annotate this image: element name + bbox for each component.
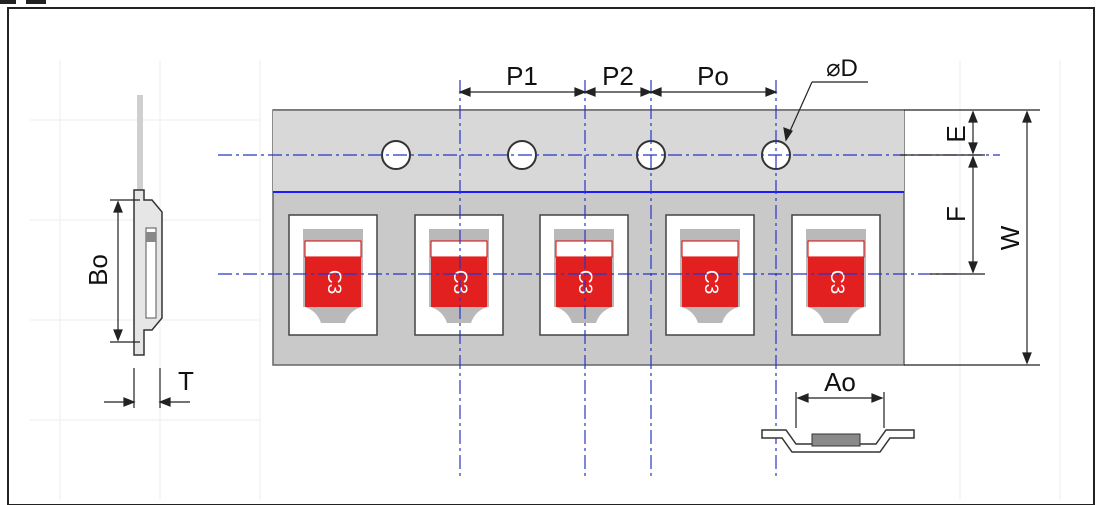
po-label: Po	[697, 61, 729, 91]
ao-dimension	[795, 392, 885, 428]
e-label: E	[941, 125, 971, 142]
right-dimensions	[900, 109, 1040, 366]
component-pockets: C3 C3 C3 C3	[288, 214, 881, 336]
side-view	[133, 95, 163, 356]
ao-label: Ao	[824, 367, 856, 397]
w-label: W	[995, 225, 1025, 250]
chip-marking: C3	[700, 270, 721, 294]
chip-body	[305, 257, 361, 307]
pitch-dimension	[458, 87, 778, 97]
f-label: F	[941, 206, 971, 222]
pocket: C3	[539, 214, 629, 336]
sprocket-holes	[381, 140, 791, 170]
ao-cross-section	[761, 429, 915, 453]
pocket: C3	[288, 214, 378, 336]
pocket: C3	[665, 214, 755, 336]
cropped-header-fragment	[0, 0, 46, 4]
pocket: C3	[414, 214, 504, 336]
chip-body	[556, 257, 612, 307]
t-label: T	[178, 366, 194, 396]
bo-label: Bo	[83, 254, 113, 286]
chip-body	[808, 257, 864, 307]
diameter-leader	[783, 81, 868, 142]
chip-marking: C3	[826, 270, 847, 294]
center-lines	[218, 80, 1000, 480]
p1-label: P1	[506, 61, 538, 91]
pocket: C3	[791, 214, 881, 336]
hole-diameter-label: ⌀D	[826, 55, 858, 82]
p2-label: P2	[602, 61, 634, 91]
bo-dimension	[110, 199, 140, 343]
t-dimension	[104, 368, 190, 408]
chip-marking: C3	[323, 270, 344, 294]
chip-body	[431, 257, 487, 307]
chip-body	[682, 257, 738, 307]
